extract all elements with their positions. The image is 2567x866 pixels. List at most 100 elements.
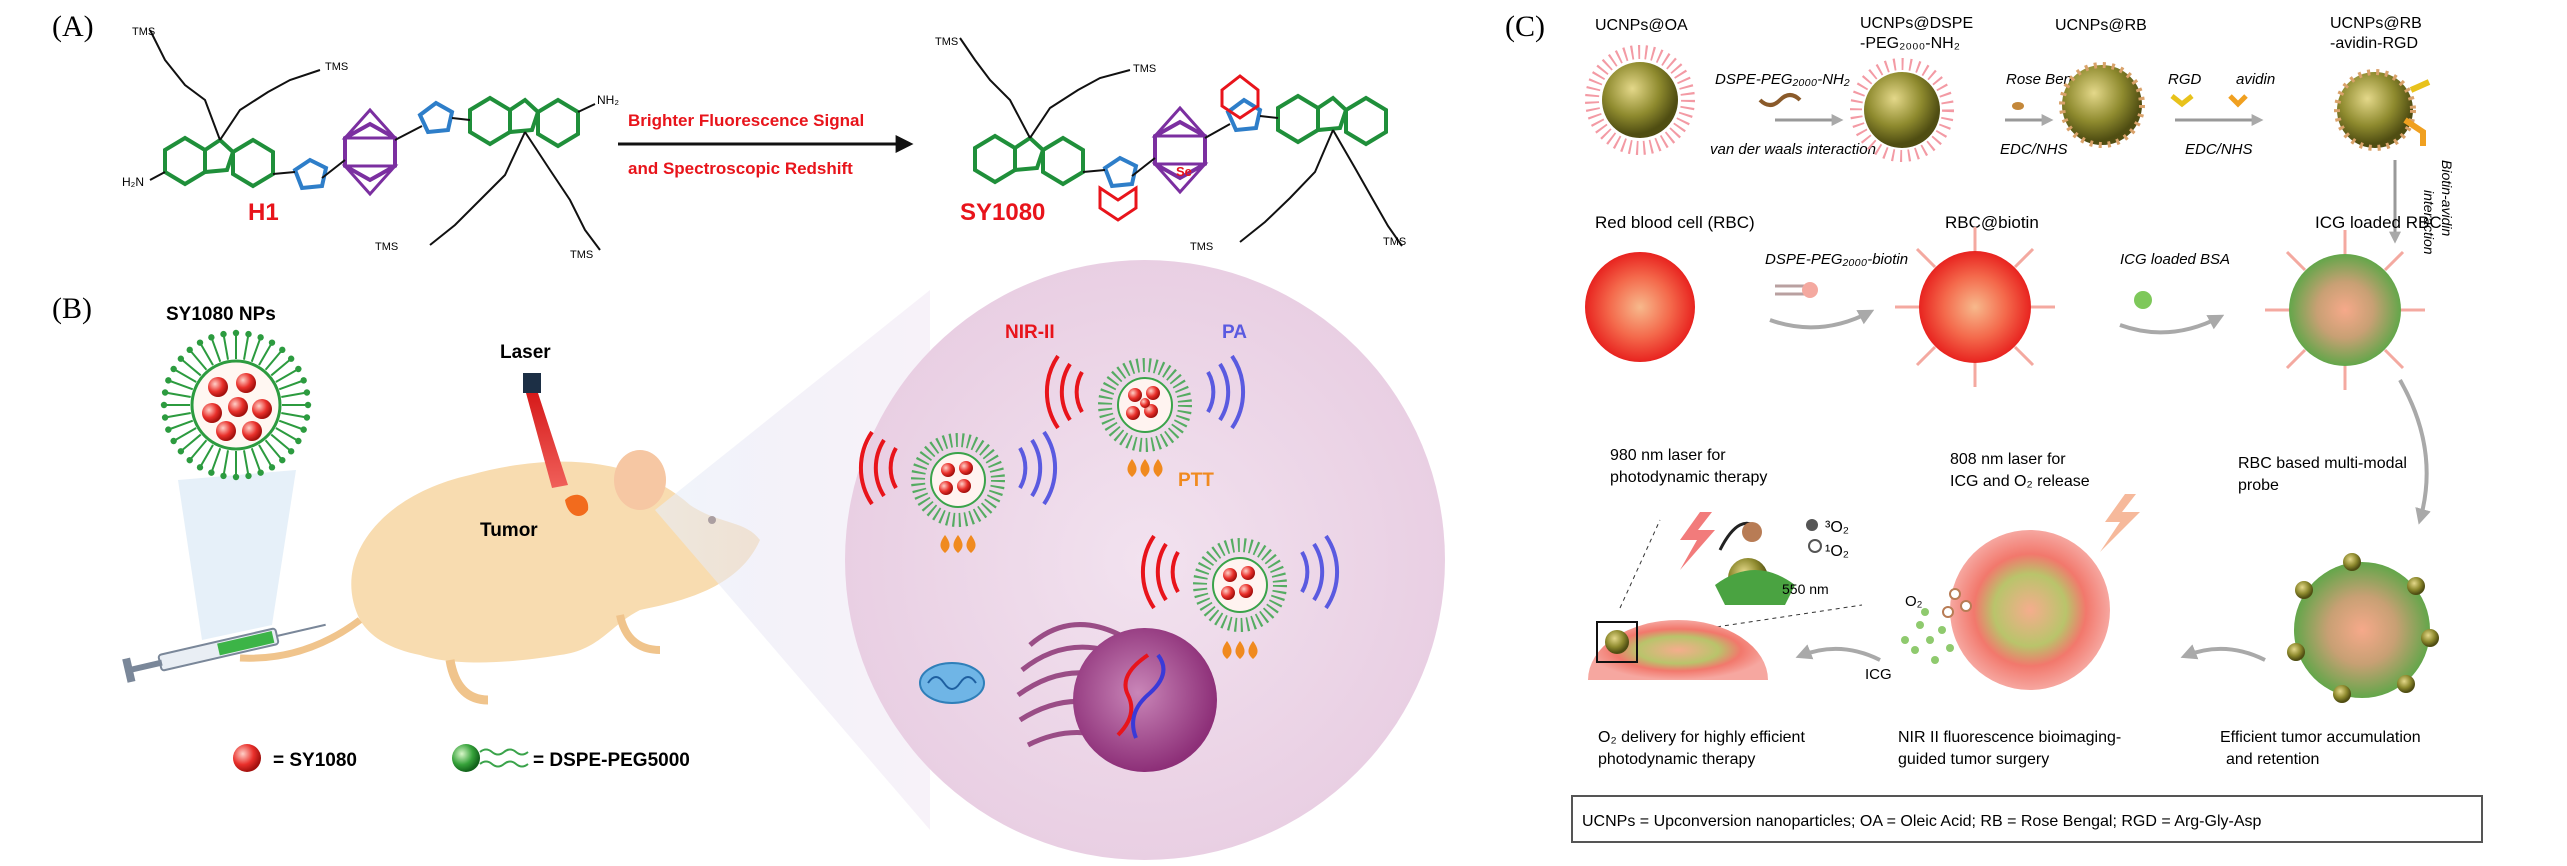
peg-head: [287, 355, 295, 362]
peg-head: [177, 355, 185, 362]
sy1080-structure: [959, 37, 1403, 247]
peg-chain: [264, 349, 284, 371]
avidin-label: avidin: [2236, 71, 2275, 88]
signal-arcs: [858, 354, 1340, 610]
peg-head: [303, 414, 311, 421]
peg-chain: [222, 333, 229, 360]
icg-bsa-icon: [2134, 291, 2152, 309]
multimodal-label-line1: RBC based multi-modal: [2238, 455, 2407, 472]
vdw-label: van der waals interaction: [1710, 141, 1876, 158]
peg-head: [245, 472, 252, 480]
peg-head: [300, 377, 307, 384]
laser980-label-line2: photodynamic therapy: [1610, 469, 1767, 486]
tumor-label: Tumor: [480, 520, 538, 541]
peg-chain: [210, 337, 222, 363]
peg-chain: [258, 444, 273, 468]
zoom-cone-tumor: [655, 290, 930, 830]
tms-label: TMS: [1190, 241, 1213, 253]
rgd-label: RGD: [2168, 71, 2202, 88]
peg-chain: [278, 419, 304, 431]
peg-chain: [258, 342, 273, 366]
release-cell: [1950, 530, 2110, 690]
peg-head: [279, 346, 286, 354]
triplet-o2-label: ³O₂: [1825, 519, 1849, 536]
nh2-label: NH₂: [597, 93, 619, 107]
peg-head: [170, 365, 177, 373]
peg-head: [268, 339, 276, 346]
zoom-cone-np: [178, 470, 296, 640]
delivery-label-line1: O₂ delivery for highly efficient: [1598, 729, 1805, 746]
rbc-cell: [1585, 252, 1695, 362]
peg-head: [186, 346, 193, 354]
peg-chain: [188, 349, 208, 371]
arrow-c8: [2180, 644, 2266, 662]
ucnp-rgd-label-line2: -avidin-RGD: [2330, 35, 2418, 52]
peg-head: [196, 464, 204, 471]
rbc-biotin-cell: [1895, 227, 2055, 387]
peg-head: [257, 334, 264, 341]
lightning-808-icon: [2100, 494, 2140, 552]
arrow-text-line2: and Spectroscopic Redshift: [628, 159, 853, 178]
abbreviation-box: [1571, 795, 2483, 843]
tms-label: TMS: [935, 36, 958, 48]
peg-chain: [250, 337, 262, 363]
peg-chain: [180, 357, 202, 377]
peg-head: [257, 469, 264, 476]
panel-b: (B) SY1080 NPs Tumor Laser: [52, 260, 1445, 860]
icg-label: ICG: [1865, 666, 1892, 683]
mouse-illustration: [239, 450, 760, 705]
icg-bsa-label: ICG loaded BSA: [2120, 251, 2230, 268]
peg-head: [303, 389, 311, 396]
edc-label-2: EDC/NHS: [2185, 141, 2253, 158]
surgery-label-line2: guided tumor surgery: [1898, 751, 2049, 768]
peg-head: [170, 437, 177, 445]
ucnp-dspe-label-line1: UCNPs@DSPE: [1860, 15, 1973, 32]
h1-name: H1: [248, 199, 279, 226]
peg-chain: [164, 412, 191, 419]
ucnp-dspe-particle: [1850, 58, 1954, 162]
ucnp-rgd-label-line1: UCNPs@RB: [2330, 15, 2422, 32]
panel-c: (C) UCNPs@OA UCNPs@DSPE -PEG₂₀₀₀-NH₂ UCN…: [1505, 10, 2483, 843]
peg-chain: [199, 444, 214, 468]
syringe-icon: [122, 623, 326, 683]
peg-head: [165, 426, 172, 433]
legend-dye-icon: [233, 744, 261, 772]
peg-chain: [281, 412, 308, 419]
np-right: [1193, 538, 1287, 632]
panel-c-label: (C): [1505, 10, 1545, 43]
arrow-c6: [2119, 314, 2225, 335]
icg-o2-dots: [1901, 608, 1954, 664]
peg-head: [165, 377, 172, 384]
peg-head: [295, 365, 302, 373]
tms-label: TMS: [325, 61, 348, 73]
peg-chain: [275, 368, 299, 383]
delivery-label-line2: photodynamic therapy: [1598, 751, 1755, 768]
ucnp-rgd-particle: [2334, 69, 2431, 151]
pdt-detail: [1715, 519, 1822, 605]
panel-a: (A): [52, 10, 1406, 261]
multimodal-label-line2: probe: [2238, 477, 2279, 494]
peg-head: [279, 456, 286, 464]
tms-label: TMS: [1133, 63, 1156, 75]
tms-label: TMS: [375, 241, 398, 253]
peg-head: [232, 329, 240, 337]
accumulated-rbc: [2287, 553, 2439, 703]
ucnp-rb-particle: [2059, 62, 2145, 148]
arrow-c7: [2398, 379, 2431, 525]
arrow-text-line1: Brighter Fluorescence Signal: [628, 111, 864, 130]
peg-head: [287, 448, 295, 455]
peg-chain: [264, 439, 284, 461]
peg-head: [160, 401, 168, 409]
peg-chain: [281, 391, 308, 398]
peg-head: [186, 456, 193, 464]
dspe-lipid-icon: [1758, 93, 1802, 107]
h1-structure: [149, 29, 601, 251]
ucnp-oa-label: UCNPs@OA: [1595, 17, 1688, 34]
ptt-label: PTT: [1178, 470, 1214, 491]
peg-chain: [173, 368, 197, 383]
laser-label: Laser: [500, 342, 551, 363]
dspe-biotin-label: DSPE-PEG₂₀₀₀-biotin: [1765, 251, 1908, 268]
laser808-label-line2: ICG and O₂ release: [1950, 473, 2090, 490]
peg-chain: [278, 379, 304, 391]
biotin-avidin-label-line2: interaction: [2421, 190, 2437, 255]
